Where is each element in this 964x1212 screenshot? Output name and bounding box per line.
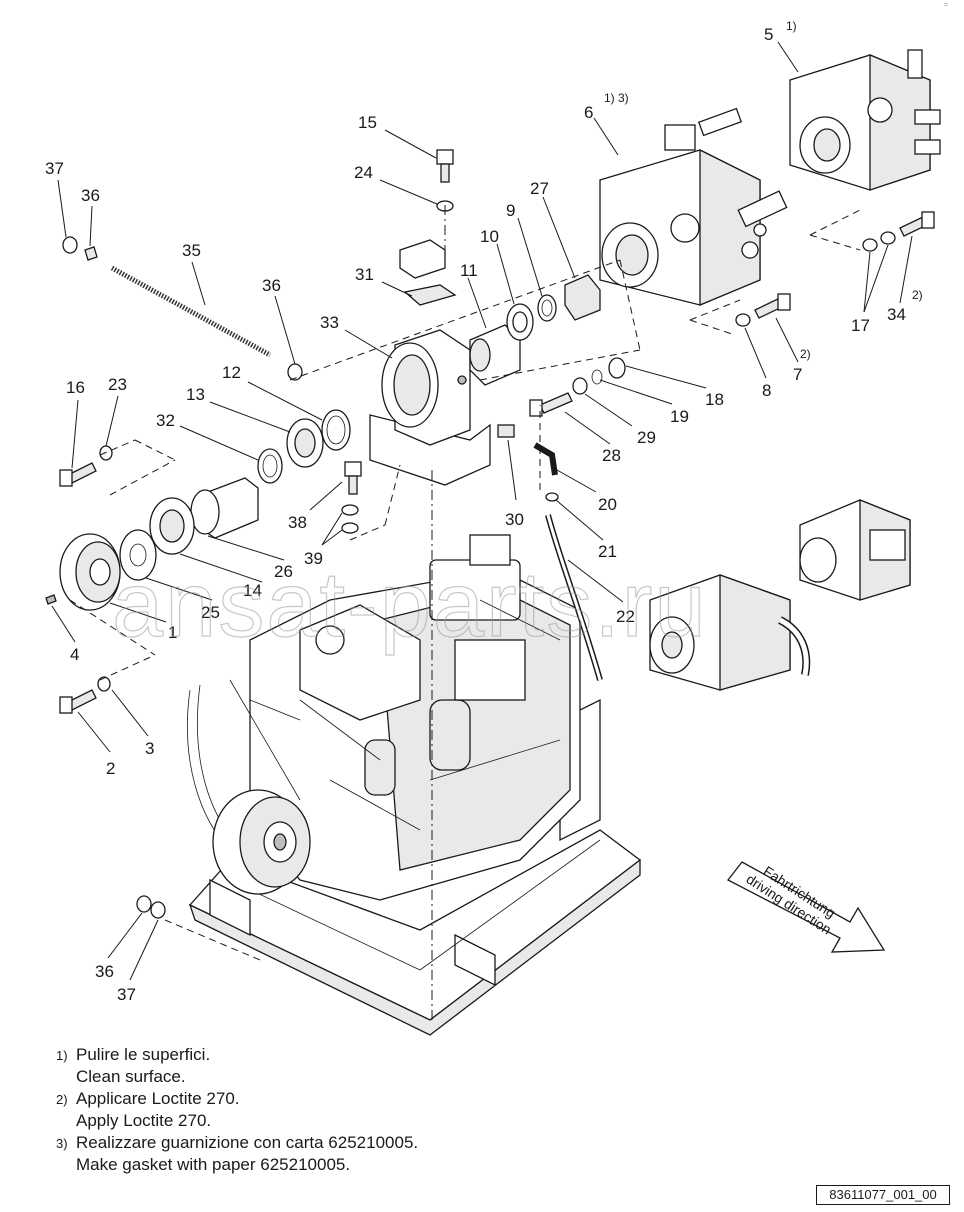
part-label-22: 22 bbox=[616, 607, 635, 626]
part-label-21: 21 bbox=[598, 542, 617, 561]
part-label-36-top: 36 bbox=[81, 186, 100, 205]
note-3: 3) Realizzare guarnizione con carta 6252… bbox=[56, 1132, 656, 1176]
corner-mark: = bbox=[944, 2, 949, 9]
part-label-29: 29 bbox=[637, 428, 656, 447]
driving-direction-arrow: Fahrtrichtung driving direction bbox=[727, 861, 886, 953]
part-label-25: 25 bbox=[201, 603, 220, 622]
note-1-english: Clean surface. bbox=[76, 1067, 186, 1086]
note-3-english: Make gasket with paper 625210005. bbox=[76, 1155, 351, 1174]
note-3-italian: Realizzare guarnizione con carta 6252100… bbox=[76, 1133, 419, 1152]
note-marker-6: 1) 3) bbox=[604, 91, 629, 105]
part-label-38: 38 bbox=[288, 513, 307, 532]
fasteners bbox=[59, 149, 935, 919]
part-label-27: 27 bbox=[530, 179, 549, 198]
part-label-39: 39 bbox=[304, 549, 323, 568]
hydraulic-pump-5 bbox=[789, 49, 941, 191]
coupling-parts bbox=[45, 239, 601, 611]
part-label-5: 5 bbox=[764, 25, 773, 44]
note-marker-34: 2) bbox=[912, 288, 923, 302]
part-label-37-bottom: 37 bbox=[117, 985, 136, 1004]
part-label-14: 14 bbox=[243, 581, 262, 600]
part-label-3: 3 bbox=[145, 739, 154, 758]
part-label-4: 4 bbox=[70, 645, 79, 664]
part-label-26: 26 bbox=[274, 562, 293, 581]
assembly-notes: 1) Pulire le superfici. Clean surface. 2… bbox=[56, 1044, 656, 1176]
part-label-28: 28 bbox=[602, 446, 621, 465]
exploded-parts-diagram: 1 2 3 4 5 6 7 8 9 10 11 12 13 14 15 16 1… bbox=[45, 19, 941, 1036]
part-label-33: 33 bbox=[320, 313, 339, 332]
assembly-lines bbox=[69, 205, 861, 1020]
part-label-32: 32 bbox=[156, 411, 175, 430]
part-label-17: 17 bbox=[851, 316, 870, 335]
part-number-labels: 1 2 3 4 5 6 7 8 9 10 11 12 13 14 15 16 1… bbox=[45, 19, 923, 1004]
note-1: 1) Pulire le superfici. Clean surface. bbox=[56, 1044, 656, 1088]
part-label-9: 9 bbox=[506, 201, 515, 220]
part-label-35: 35 bbox=[182, 241, 201, 260]
part-label-16: 16 bbox=[66, 378, 85, 397]
note-marker-7: 2) bbox=[800, 347, 811, 361]
watermark: ansat-parts.ru bbox=[112, 554, 708, 656]
note-2-english: Apply Loctite 270. bbox=[76, 1111, 212, 1130]
part-label-24: 24 bbox=[354, 163, 373, 182]
part-label-15: 15 bbox=[358, 113, 377, 132]
part-label-7: 7 bbox=[793, 365, 802, 384]
part-label-31: 31 bbox=[355, 265, 374, 284]
part-label-18: 18 bbox=[705, 390, 724, 409]
part-label-23: 23 bbox=[108, 375, 127, 394]
part-label-36-mid: 36 bbox=[262, 276, 281, 295]
part-label-20: 20 bbox=[598, 495, 617, 514]
hydraulic-pump-6 bbox=[599, 107, 788, 306]
note-1-italian: Pulire le superfici. bbox=[76, 1045, 211, 1064]
part-label-37-top: 37 bbox=[45, 159, 64, 178]
bell-housing-33 bbox=[369, 329, 491, 486]
part-label-10: 10 bbox=[480, 227, 499, 246]
note-2-italian: Applicare Loctite 270. bbox=[76, 1089, 240, 1108]
part-label-13: 13 bbox=[186, 385, 205, 404]
hydraulic-pumps-assembly bbox=[649, 499, 911, 691]
engine-block bbox=[187, 514, 603, 901]
leader-lines bbox=[51, 41, 913, 981]
part-label-8: 8 bbox=[762, 381, 771, 400]
note-2-mark: 2) bbox=[56, 1092, 68, 1107]
part-label-12: 12 bbox=[222, 363, 241, 382]
drawing-number: 83611077_001_00 bbox=[816, 1185, 950, 1205]
part-label-34: 34 bbox=[887, 305, 906, 324]
part-label-11: 11 bbox=[460, 261, 478, 280]
note-3-mark: 3) bbox=[56, 1136, 68, 1151]
part-label-2: 2 bbox=[106, 759, 115, 778]
note-marker-5: 1) bbox=[786, 19, 797, 33]
part-label-6: 6 bbox=[584, 103, 593, 122]
part-label-1: 1 bbox=[168, 623, 177, 642]
part-label-30: 30 bbox=[505, 510, 524, 529]
note-1-mark: 1) bbox=[56, 1048, 68, 1063]
part-label-19: 19 bbox=[670, 407, 689, 426]
note-2: 2) Applicare Loctite 270. Apply Loctite … bbox=[56, 1088, 656, 1132]
part-label-36-bottom: 36 bbox=[95, 962, 114, 981]
